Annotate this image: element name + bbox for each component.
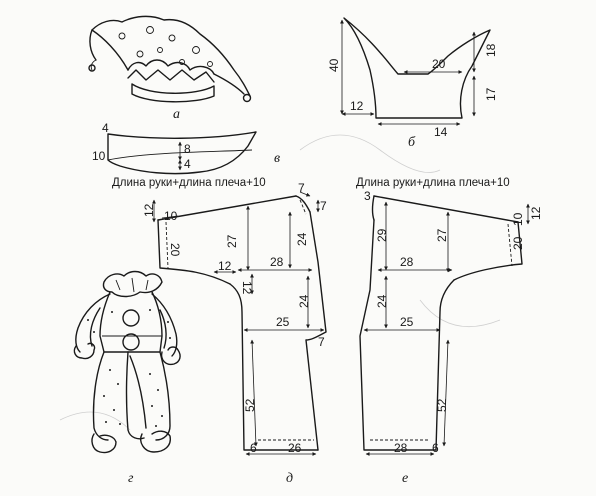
back-dim-27: 27 (435, 228, 449, 242)
band-pattern (107, 131, 257, 175)
front-dim-12-mid: 12 (218, 259, 232, 273)
front-dim-7-top: 7 (298, 181, 305, 195)
back-dim-6: 6 (432, 441, 439, 455)
front-dim-12-left: 12 (142, 203, 156, 217)
front-dim-20: 20 (168, 243, 182, 257)
hat-dim-14: 14 (434, 125, 448, 139)
back-sleeve-caption: Длина руки+длина плеча+10 (356, 177, 510, 189)
front-dim-27: 27 (225, 234, 239, 248)
front-dim-26: 26 (288, 441, 302, 455)
back-dim-52: 52 (435, 398, 449, 412)
jester-hat-illustration (88, 15, 252, 103)
front-pattern (152, 191, 327, 456)
back-dim-20: 20 (511, 236, 525, 250)
band-dim-10: 10 (92, 149, 106, 163)
hat-dim-18: 18 (484, 43, 498, 57)
back-dim-28-bottom: 28 (394, 441, 408, 455)
hat-dim-20: 20 (432, 57, 446, 71)
back-pattern (359, 195, 530, 456)
figure-letter-e: е (402, 471, 408, 486)
hat-dim-17: 17 (484, 87, 498, 101)
hat-dim-40: 40 (327, 58, 341, 72)
figure-letter-a: а (173, 107, 180, 122)
figure-letter-d: д (286, 471, 293, 486)
back-dim-3: 3 (364, 189, 371, 203)
front-dim-12-vert: 12 (240, 281, 254, 295)
front-dim-10: 10 (164, 209, 178, 223)
back-dim-29: 29 (375, 228, 389, 242)
back-dim-12-right: 12 (529, 206, 543, 220)
hat-dim-12: 12 (350, 99, 364, 113)
background-texture (59, 134, 501, 431)
figure-letter-g: г (128, 471, 134, 486)
front-dim-24-lower: 24 (297, 294, 311, 308)
clown-costume-illustration (73, 270, 181, 454)
front-dim-28: 28 (270, 255, 284, 269)
back-dim-24: 24 (375, 294, 389, 308)
back-dim-28: 28 (400, 255, 414, 269)
front-sleeve-caption: Длина руки+длина плеча+10 (112, 177, 266, 189)
band-dim-8: 8 (184, 142, 191, 156)
figure-letter-v: в (274, 151, 280, 166)
figure-letter-b: б (408, 135, 416, 150)
band-dim-4-top: 4 (102, 121, 109, 135)
fabric-dots (87, 309, 171, 427)
front-dim-52: 52 (243, 398, 257, 412)
front-dim-25: 25 (276, 315, 290, 329)
back-dim-10: 10 (511, 212, 525, 226)
front-dim-7-crotch: 7 (318, 335, 325, 349)
band-dim-4-bottom: 4 (184, 157, 191, 171)
back-dim-25: 25 (400, 315, 414, 329)
hat-pattern (340, 17, 491, 126)
front-dim-6: 6 (250, 441, 257, 455)
front-dim-24-upper: 24 (295, 232, 309, 246)
front-dim-7-right: 7 (320, 199, 327, 213)
